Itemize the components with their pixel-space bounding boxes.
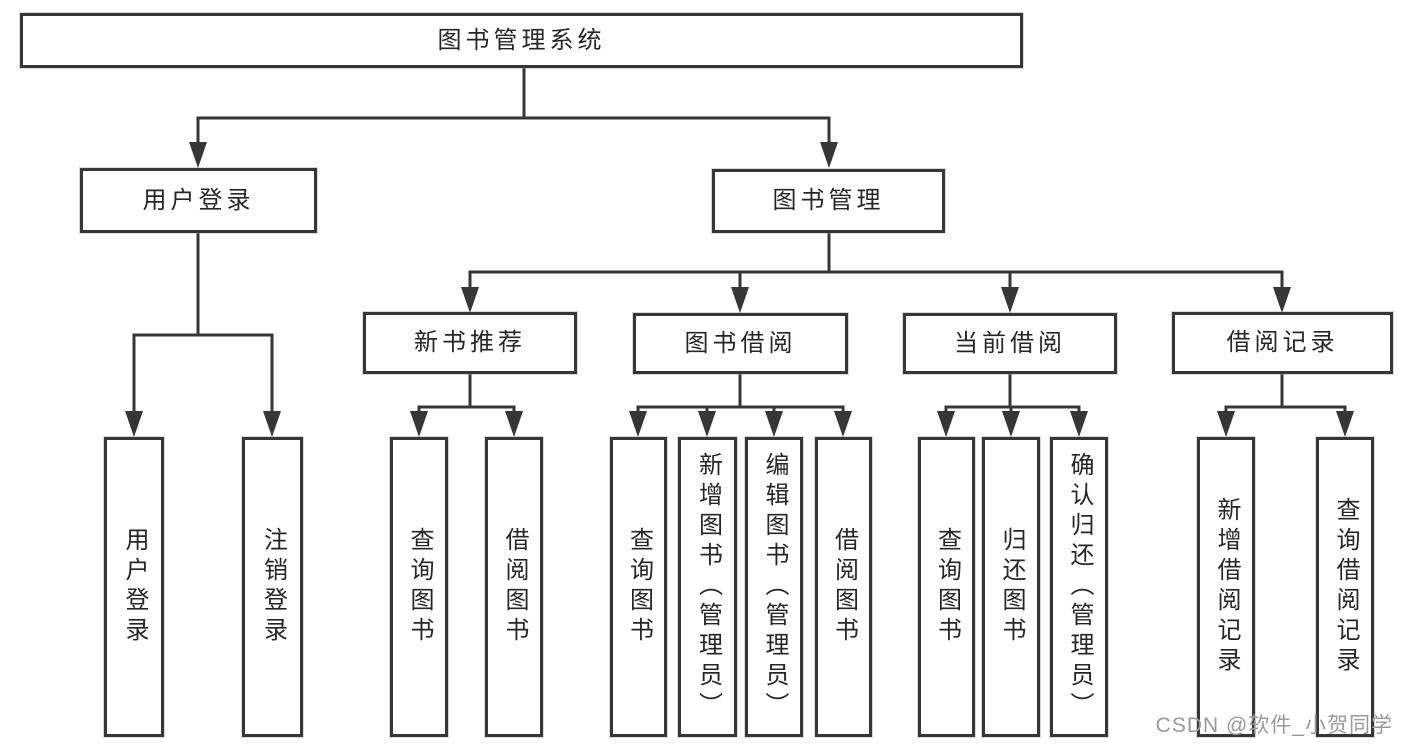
- leaf-query-books-3-label: 查询图书: [933, 527, 961, 647]
- arrowhead-icon: [731, 287, 749, 313]
- arrowhead-icon: [820, 142, 838, 168]
- node-borrow-records: 借阅记录: [1172, 312, 1393, 374]
- arrowhead-icon: [937, 411, 955, 437]
- node-new-book-recommend-label: 新书推荐: [414, 329, 526, 356]
- leaf-edit-book-admin-label: 编辑图书（管理员）: [761, 452, 788, 722]
- arrowhead-icon: [765, 411, 783, 437]
- arrowhead-icon: [629, 411, 647, 437]
- arrowhead-icon: [1070, 411, 1088, 437]
- node-root-label: 图书管理系统: [437, 26, 606, 54]
- arrowhead-icon: [1273, 287, 1291, 313]
- arrowhead-icon: [263, 411, 281, 437]
- csdn-watermark: CSDN @软件_小贺同学: [1155, 714, 1393, 737]
- leaf-confirm-return-admin-label: 确认归还（管理员）: [1066, 452, 1093, 722]
- leaf-query-books-3: 查询图书: [918, 437, 975, 737]
- leaf-add-borrow-record: 新增借阅记录: [1197, 437, 1255, 737]
- leaf-borrow-books-1-label: 借阅图书: [501, 527, 528, 647]
- arrowhead-icon: [698, 411, 716, 437]
- leaf-borrow-books-2: 借阅图书: [815, 437, 872, 737]
- arrowhead-icon: [125, 411, 143, 437]
- arrowhead-icon: [834, 411, 852, 437]
- node-current-borrow: 当前借阅: [903, 313, 1117, 374]
- leaf-query-books-2: 查询图书: [610, 437, 667, 737]
- leaf-query-books-1-label: 查询图书: [406, 527, 433, 647]
- node-borrow-records-label: 借阅记录: [1226, 329, 1339, 356]
- leaf-confirm-return-admin: 确认归还（管理员）: [1050, 437, 1108, 737]
- arrowhead-icon: [1336, 411, 1354, 437]
- arrowhead-icon: [1217, 411, 1235, 437]
- leaf-add-book-admin-label: 新增图书（管理员）: [694, 452, 722, 722]
- arrowhead-icon: [1002, 411, 1020, 437]
- leaf-return-book: 归还图书: [982, 437, 1040, 737]
- leaf-query-borrow-record-label: 查询借阅记录: [1332, 497, 1359, 677]
- node-book-management: 图书管理: [712, 169, 945, 233]
- node-book-borrow: 图书借阅: [633, 313, 848, 374]
- leaf-query-borrow-record: 查询借阅记录: [1316, 437, 1374, 737]
- leaf-query-books-1: 查询图书: [390, 437, 448, 737]
- node-root: 图书管理系统: [20, 13, 1023, 68]
- leaf-add-borrow-record-label: 新增借阅记录: [1213, 497, 1240, 677]
- leaf-borrow-books-2-label: 借阅图书: [830, 527, 858, 647]
- arrowhead-icon: [189, 142, 207, 168]
- leaf-user-login: 用户登录: [104, 437, 164, 737]
- arrowhead-icon: [410, 411, 428, 437]
- arrowhead-icon: [505, 411, 523, 437]
- node-book-management-label: 图书管理: [772, 187, 885, 214]
- node-new-book-recommend: 新书推荐: [363, 312, 577, 374]
- node-user-login-label: 用户登录: [142, 186, 255, 214]
- leaf-add-book-admin: 新增图书（管理员）: [678, 437, 737, 737]
- node-current-borrow-label: 当前借阅: [954, 329, 1066, 357]
- node-book-borrow-label: 图书借阅: [684, 329, 797, 357]
- leaf-logout-label: 注销登录: [259, 527, 287, 647]
- node-user-login: 用户登录: [80, 168, 317, 233]
- leaf-logout: 注销登录: [242, 437, 303, 737]
- arrowhead-icon: [1001, 287, 1019, 313]
- arrowhead-icon: [461, 287, 479, 313]
- leaf-query-books-2-label: 查询图书: [625, 527, 653, 647]
- leaf-borrow-books-1: 借阅图书: [485, 437, 543, 737]
- leaf-user-login-label: 用户登录: [121, 527, 148, 647]
- leaf-return-book-label: 归还图书: [998, 527, 1025, 647]
- leaf-edit-book-admin: 编辑图书（管理员）: [745, 437, 803, 737]
